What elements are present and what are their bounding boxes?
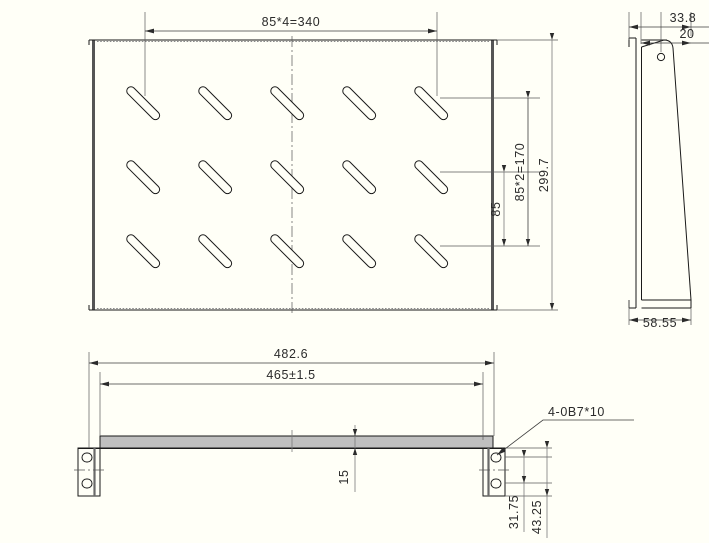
- dim-right-verticals: [440, 33, 558, 311]
- dim-front-widths: [88, 352, 495, 448]
- dim-label-ear-hole-pitch: 31.75: [507, 495, 521, 529]
- dim-label-right-two-pitch: 85*2=170: [513, 143, 527, 202]
- dim-label-top-horizontal: 85*4=340: [262, 15, 321, 29]
- front-view-geometry: [74, 430, 509, 497]
- note-hole-callout: 4-0B7*10: [548, 405, 605, 419]
- dim-label-front-overall-width: 482.6: [274, 347, 308, 361]
- dim-label-overall-height: 299.7: [537, 158, 551, 192]
- perforation-slot-field: [126, 86, 449, 269]
- dim-side-top: [628, 12, 709, 52]
- hole-callout-leader: [496, 419, 634, 456]
- dim-side-bottom: [628, 300, 692, 325]
- dim-label-right-pitch: 85: [489, 201, 503, 216]
- dim-label-front-mount-width: 465±1.5: [266, 368, 315, 382]
- dim-ear-verticals: [505, 441, 552, 538]
- dim-label-side-bottom-depth: 58.55: [643, 316, 677, 330]
- dim-top-horizontal: [144, 12, 438, 96]
- dim-label-ear-overall: 43.25: [530, 500, 544, 534]
- dim-label-side-top-inner: 20: [679, 27, 694, 41]
- dim-label-side-top-depth: 33.8: [670, 11, 697, 25]
- dim-label-front-thickness: 15: [337, 469, 351, 484]
- top-view-geometry: [88, 36, 498, 314]
